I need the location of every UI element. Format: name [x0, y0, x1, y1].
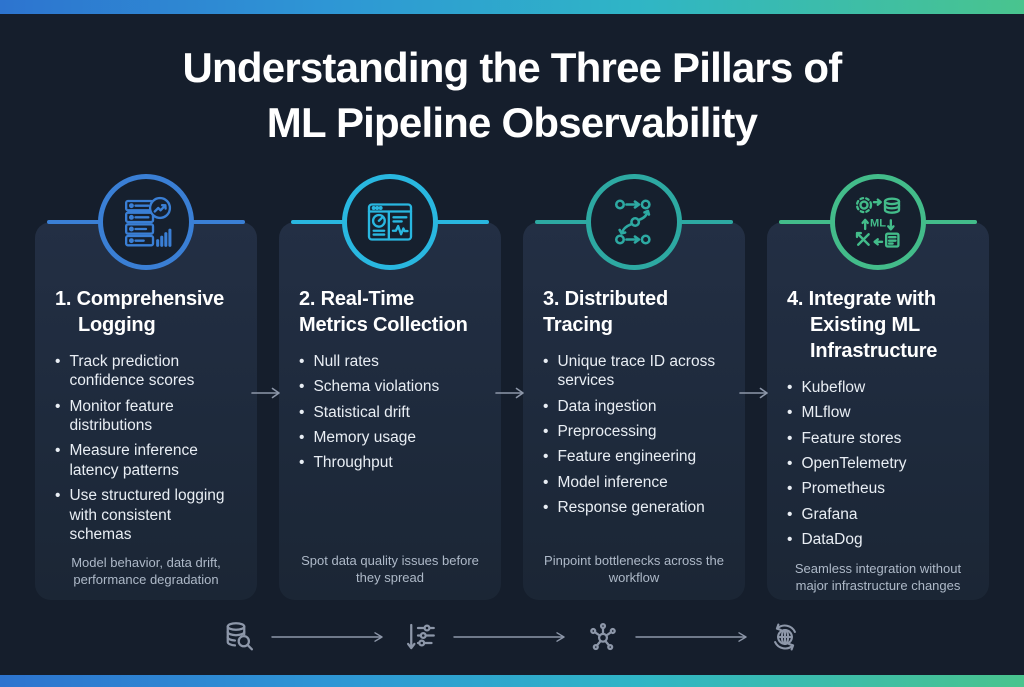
flow-arrow-icon — [453, 631, 571, 643]
bullet-item: •Feature engineering — [543, 448, 697, 466]
bullet-marker: • — [787, 378, 793, 396]
card-footer: Model behavior, data drift, performance … — [71, 555, 221, 588]
bullet-item: •Throughput — [299, 454, 393, 472]
bullet-item: •Use structured logging with consistent … — [55, 487, 225, 543]
bullet-marker: • — [299, 454, 305, 472]
bullet-item: •Data ingestion — [543, 397, 657, 415]
bullet-marker: • — [543, 423, 549, 440]
page-title: Understanding the Three Pillars of ML Pi… — [0, 40, 1024, 151]
card-connector-arrow-icon — [250, 386, 286, 400]
bullet-marker: • — [299, 403, 305, 421]
network-node-icon — [585, 619, 621, 655]
card-footer: Spot data quality issues before they spr… — [301, 552, 479, 585]
card-icon-circle — [342, 173, 438, 270]
bullet-marker: • — [787, 455, 793, 472]
card-icon-circle — [586, 173, 682, 270]
card-title-line: 3. Distributed — [543, 287, 668, 310]
bullet-marker: • — [787, 429, 793, 447]
bullet-item: •Prometheus — [787, 480, 886, 498]
card-connector-arrow-icon — [738, 386, 774, 400]
card-title-line: Existing ML — [810, 313, 921, 336]
card-icon-circle — [98, 173, 194, 270]
card-bullets: •Track prediction confidence scores •Moni… — [55, 352, 237, 544]
card-title-line: Infrastructure — [810, 339, 938, 362]
bullet-item: •Model inference — [543, 473, 668, 491]
bullet-marker: • — [55, 442, 61, 460]
bullet-item: •Memory usage — [299, 429, 416, 446]
card-title-line: Metrics Collection — [299, 313, 468, 336]
svg-text:ML: ML — [870, 218, 886, 230]
bullet-marker: • — [55, 352, 61, 370]
top-gradient-bar — [0, 0, 1024, 14]
bullet-item: •Grafana — [787, 505, 858, 523]
bullet-marker: • — [55, 397, 61, 415]
card-title-line: Logging — [78, 313, 156, 336]
bullet-item: •Statistical drift — [299, 403, 410, 421]
bullet-item: •MLflow — [787, 404, 851, 422]
bullet-marker: • — [299, 378, 305, 396]
bullet-marker: • — [543, 473, 549, 491]
tracing-icon — [606, 194, 662, 250]
bullet-marker: • — [543, 499, 549, 517]
card-bullets: •Unique trace ID across services •Data in… — [543, 352, 725, 518]
bullet-marker: • — [299, 352, 305, 370]
bullet-item: •Unique trace ID across services — [543, 352, 716, 390]
pipeline-filter-icon — [403, 619, 439, 655]
bullet-item: •Null rates — [299, 352, 379, 370]
bullet-item: •Feature stores — [787, 429, 902, 447]
bullet-marker: • — [543, 397, 549, 415]
bullet-marker: • — [543, 448, 549, 466]
bullet-item: •OpenTelemetry — [787, 455, 907, 472]
flow-arrow-icon — [635, 631, 753, 643]
ml-infrastructure-icon: ML — [850, 194, 906, 250]
card-title-line: 4. Integrate with — [787, 287, 936, 310]
bullet-marker: • — [55, 487, 61, 505]
card-icon-circle: ML — [830, 173, 926, 270]
bullet-item: •Track prediction confidence scores — [55, 352, 195, 390]
model-refresh-icon — [767, 619, 803, 655]
card-connector-arrow-icon — [494, 386, 530, 400]
card-title-line: Tracing — [543, 313, 613, 336]
data-search-icon — [221, 619, 257, 655]
bullet-marker: • — [787, 531, 793, 549]
bullet-item: •DataDog — [787, 531, 863, 549]
bullet-item: •Schema violations — [299, 378, 440, 396]
title-line-2: ML Pipeline Observability — [266, 99, 758, 147]
metrics-dashboard-icon — [362, 194, 418, 250]
bullet-marker: • — [787, 480, 793, 498]
title-line-1: Understanding the Three Pillars of — [182, 44, 843, 91]
logging-icon — [118, 194, 174, 250]
card-bullets: •Null rates •Schema violations •Statistica… — [299, 352, 481, 473]
bullet-item: •Response generation — [543, 499, 705, 517]
flow-arrow-icon — [271, 631, 389, 643]
card-title-line: 2. Real-Time — [299, 287, 415, 310]
bullet-marker: • — [543, 352, 549, 370]
card-bullets: •Kubeflow •MLflow •Feature stores •OpenTele… — [787, 378, 969, 550]
bullet-marker: • — [787, 505, 793, 523]
bullet-marker: • — [787, 404, 793, 422]
bullet-item: •Measure inference latency patterns — [55, 442, 198, 479]
card-footer: Pinpoint bottlenecks across the workflow — [544, 552, 724, 585]
card-footer: Seamless integration without major infra… — [794, 560, 962, 593]
bullet-item: •Monitor feature distributions — [55, 397, 174, 434]
card-title-line: 1. Comprehensive — [55, 287, 225, 310]
bullet-item: •Kubeflow — [787, 378, 866, 396]
bottom-gradient-bar — [0, 675, 1024, 687]
bullet-marker: • — [299, 429, 305, 446]
bullet-item: •Preprocessing — [543, 423, 657, 440]
flow-strip — [0, 614, 1024, 660]
